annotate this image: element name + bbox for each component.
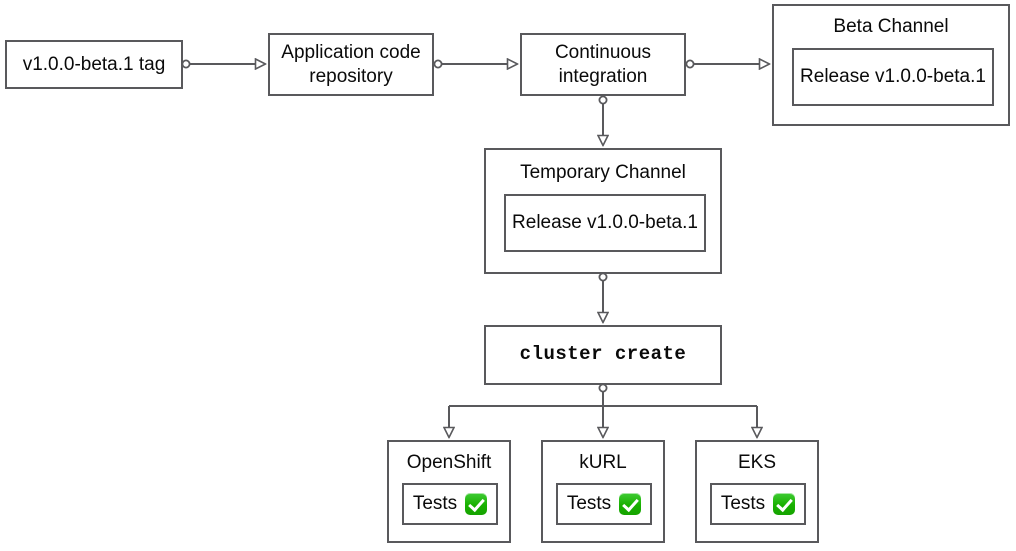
beta-channel-release-box[interactable]: Release v1.0.0-beta.1 [792, 48, 994, 106]
node-cluster-create-label: cluster create [519, 343, 687, 366]
eks-tests-box[interactable]: Tests [710, 483, 806, 525]
node-version-tag[interactable]: v1.0.0-beta.1 tag [5, 40, 183, 89]
kurl-tests-label: Tests [566, 493, 612, 514]
group-kurl-title: kURL [579, 452, 627, 473]
eks-tests-label: Tests [720, 493, 766, 514]
green-check-icon [619, 493, 642, 515]
openshift-tests-label: Tests [412, 493, 458, 514]
node-cluster-create-command[interactable]: cluster create [484, 325, 722, 385]
green-check-icon [465, 493, 488, 515]
temporary-channel-release-label: Release v1.0.0-beta.1 [512, 212, 698, 233]
node-app-code-repository[interactable]: Application code repository [268, 33, 434, 96]
temporary-channel-release-box[interactable]: Release v1.0.0-beta.1 [504, 194, 706, 252]
node-version-tag-label: v1.0.0-beta.1 tag [22, 53, 166, 75]
group-kurl[interactable]: kURL Tests [541, 440, 665, 543]
node-continuous-integration-label: Continuous integration [554, 42, 652, 87]
group-openshift[interactable]: OpenShift Tests [387, 440, 511, 543]
node-continuous-integration[interactable]: Continuous integration [520, 33, 686, 96]
beta-channel-release-label: Release v1.0.0-beta.1 [800, 66, 986, 87]
green-check-icon [773, 493, 796, 515]
node-app-code-repository-label: Application code repository [281, 42, 421, 87]
openshift-tests-box[interactable]: Tests [402, 483, 498, 525]
group-openshift-title: OpenShift [406, 452, 492, 473]
group-temporary-channel[interactable]: Temporary Channel Release v1.0.0-beta.1 [484, 148, 722, 274]
group-eks[interactable]: EKS Tests [695, 440, 819, 543]
kurl-tests-box[interactable]: Tests [556, 483, 652, 525]
group-beta-channel-title: Beta Channel [833, 16, 949, 37]
group-temporary-channel-title: Temporary Channel [520, 162, 686, 183]
group-eks-title: EKS [737, 452, 777, 473]
group-beta-channel[interactable]: Beta Channel Release v1.0.0-beta.1 [772, 4, 1010, 126]
